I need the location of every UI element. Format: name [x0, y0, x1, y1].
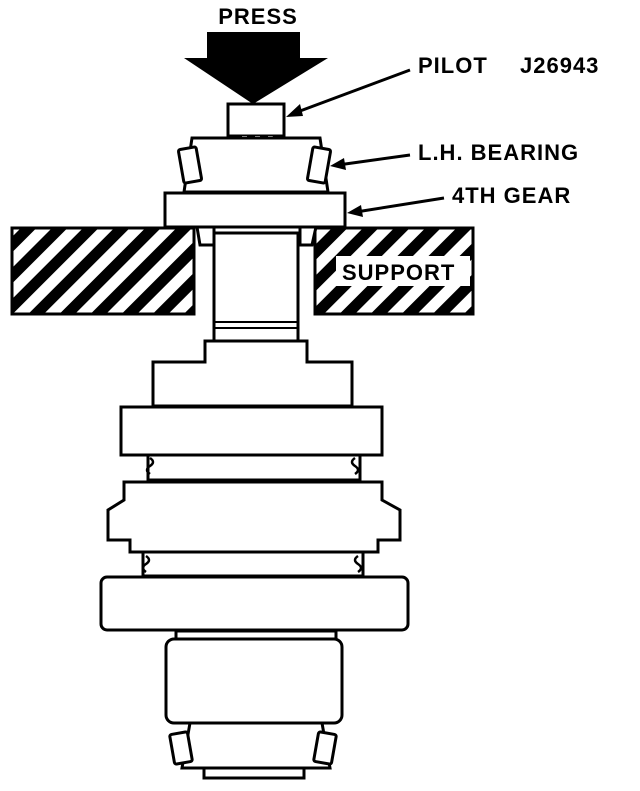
pilot-label: PILOT — [418, 53, 488, 78]
bearing-leader — [337, 153, 411, 167]
spring-marks — [141, 456, 363, 574]
gear-cluster — [99, 339, 410, 632]
press-arrow — [184, 32, 328, 104]
pilot-leader — [291, 68, 411, 116]
gear-arrowhead — [347, 205, 363, 217]
press-label: PRESS — [218, 4, 298, 29]
support-block-right — [313, 226, 475, 316]
pilot-arrowhead — [286, 104, 303, 117]
bearing-arrowhead — [330, 158, 346, 170]
fourth-gear — [163, 191, 347, 247]
rear-bearing — [164, 629, 344, 780]
pilot-part-number: J26943 — [520, 53, 599, 78]
bearing-label: L.H. BEARING — [418, 140, 579, 165]
shaft — [212, 231, 300, 343]
support-label: SUPPORT — [342, 260, 455, 285]
gear-label: 4TH GEAR — [452, 183, 571, 208]
gear-leader — [355, 196, 445, 214]
lh-bearing — [177, 136, 332, 194]
support-block-left — [10, 226, 196, 316]
